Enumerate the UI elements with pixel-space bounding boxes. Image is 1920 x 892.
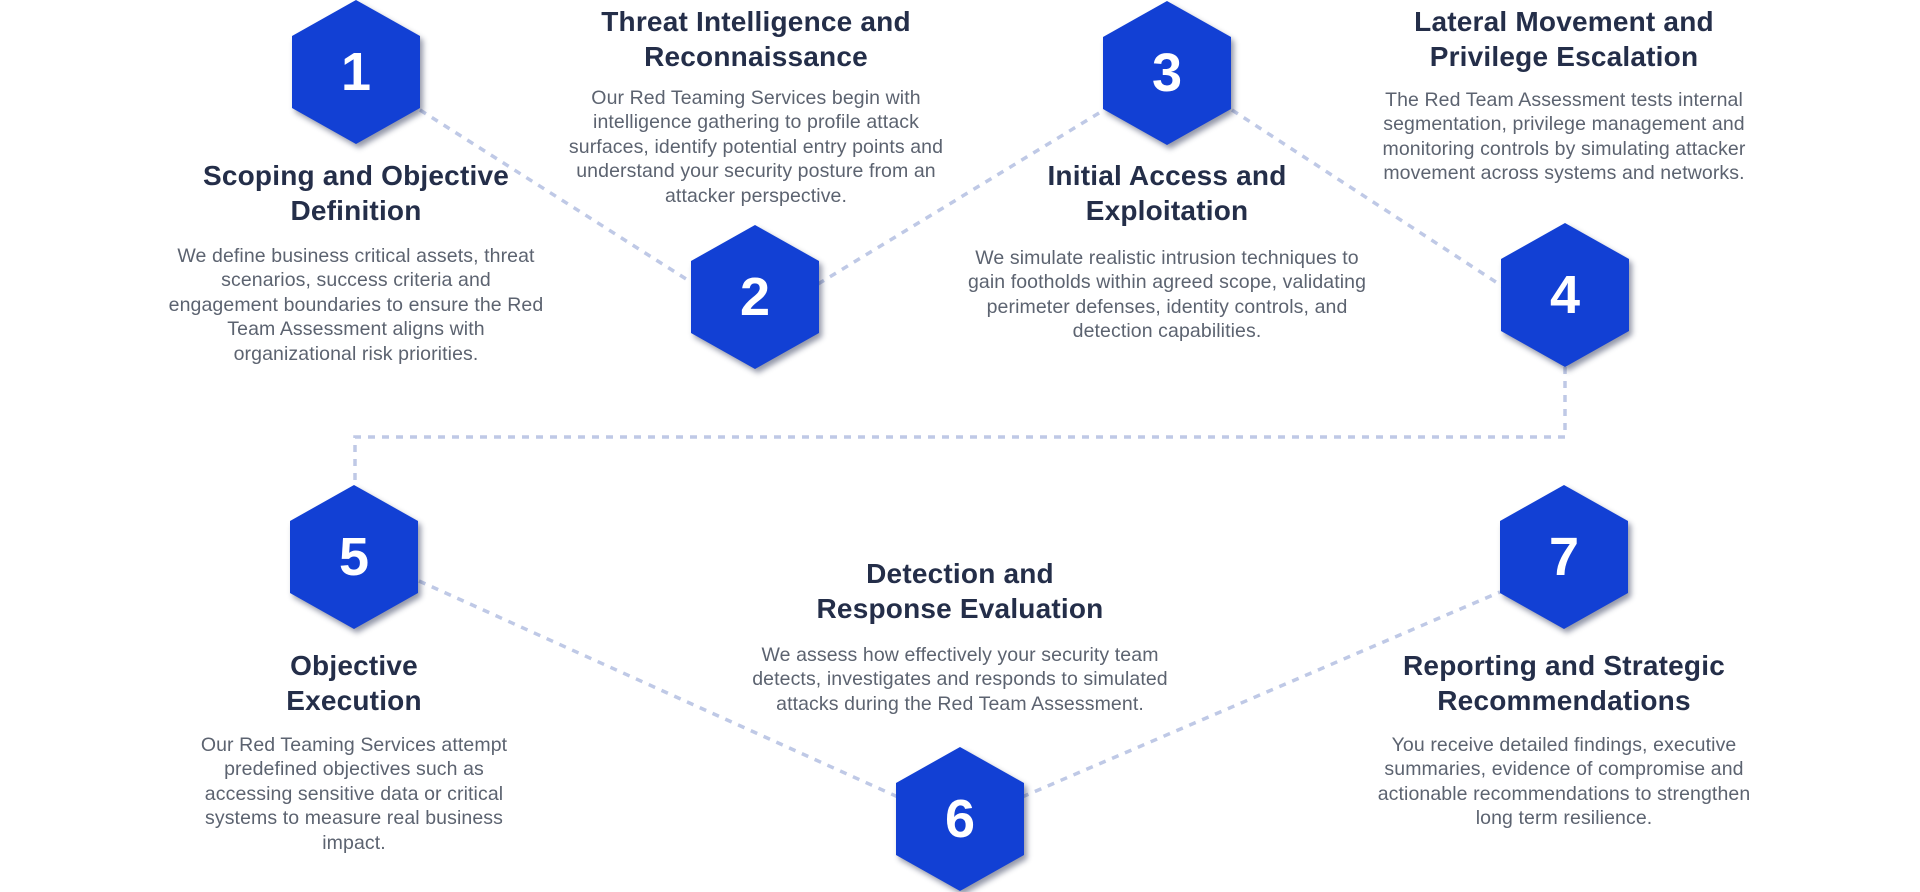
step-1-hexagon: 1 bbox=[292, 0, 420, 144]
step-3-hexagon: 3 bbox=[1103, 1, 1231, 145]
step-4-number: 4 bbox=[1549, 265, 1581, 325]
hexagon-shape: 6 bbox=[896, 747, 1024, 891]
connector-3-4 bbox=[1231, 108, 1503, 288]
step-7-title: Reporting and Strategic Recommendations bbox=[1403, 650, 1725, 716]
step-3-description: We simulate realistic intrusion techniqu… bbox=[967, 247, 1367, 343]
step-7-number: 7 bbox=[1548, 527, 1580, 587]
step-3-number: 3 bbox=[1151, 43, 1183, 103]
step-2-title: Threat Intelligence and Reconnaissance bbox=[601, 6, 911, 72]
connector-1-2 bbox=[419, 108, 695, 286]
hexagon-shape: 3 bbox=[1103, 1, 1231, 145]
step-5-number: 5 bbox=[338, 527, 370, 587]
step-2-number: 2 bbox=[739, 267, 771, 327]
step-7-hexagon: 7 bbox=[1500, 485, 1628, 629]
step-1-description: We define business critical assets, thre… bbox=[168, 245, 544, 365]
step-6-title: Detection and Response Evaluation bbox=[816, 558, 1104, 624]
step-4-title: Lateral Movement and Privilege Escalatio… bbox=[1414, 6, 1714, 72]
hexagon-shape: 2 bbox=[691, 225, 819, 369]
step-6-description: We assess how effectively your security … bbox=[752, 644, 1168, 715]
step-4-hexagon: 4 bbox=[1501, 223, 1629, 367]
step-7-description: You receive detailed findings, executive… bbox=[1377, 734, 1751, 830]
connector-6-7 bbox=[1021, 590, 1501, 799]
hexagon-shape: 1 bbox=[292, 0, 420, 144]
step-6-number: 6 bbox=[944, 789, 976, 849]
step-6-hexagon: 6 bbox=[896, 747, 1024, 891]
hexagon-shape: 5 bbox=[290, 485, 418, 629]
step-4-description: The Red Team Assessment tests internal s… bbox=[1382, 89, 1746, 185]
step-2-description: Our Red Teaming Services begin with inte… bbox=[568, 87, 944, 207]
connector-5-6 bbox=[418, 579, 899, 799]
connector-4-5 bbox=[353, 367, 1567, 484]
step-1-number: 1 bbox=[340, 42, 372, 102]
step-5-hexagon: 5 bbox=[290, 485, 418, 629]
hexagon-shape: 4 bbox=[1501, 223, 1629, 367]
step-1-title: Scoping and Objective Definition bbox=[202, 160, 510, 226]
hexagon-shape: 7 bbox=[1500, 485, 1628, 629]
step-3-title: Initial Access and Exploitation bbox=[1047, 160, 1287, 226]
step-5-title: Objective Execution bbox=[286, 650, 422, 716]
step-2-hexagon: 2 bbox=[691, 225, 819, 369]
step-5-description: Our Red Teaming Services attempt predefi… bbox=[200, 734, 508, 854]
